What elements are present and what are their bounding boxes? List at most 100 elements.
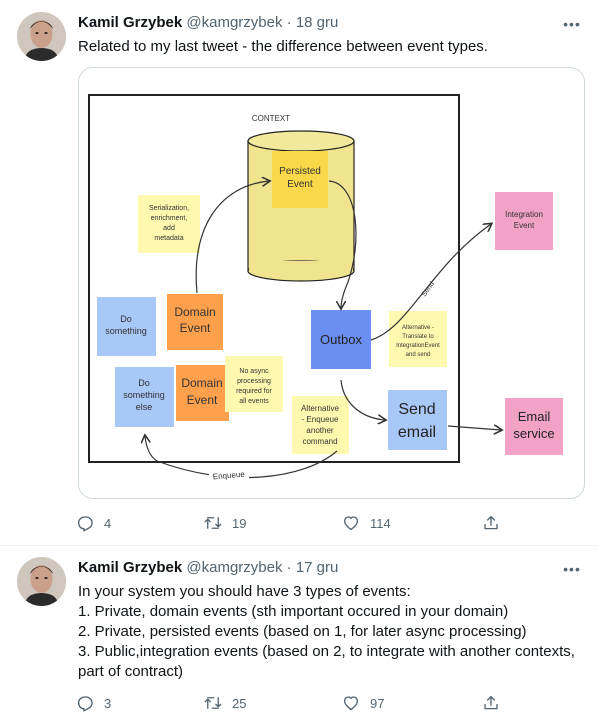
more-dots-icon[interactable]: •••: [563, 16, 581, 32]
arrow-send-to-email-service: [447, 426, 501, 430]
more-dots-icon[interactable]: •••: [563, 561, 581, 577]
retweet-button[interactable]: 19: [204, 513, 246, 533]
translate-note: [389, 311, 447, 367]
email-service-note: [505, 398, 563, 455]
domain-event-1-line2: Event: [180, 321, 211, 335]
tweet-text-line: 3. Public,integration events (based on 2…: [78, 643, 575, 660]
enqueue-line2: - Enqueue: [302, 415, 339, 424]
event-types-diagram: CONTEXT Persisted Event Serialization, e…: [88, 94, 563, 482]
author-name[interactable]: Kamil Grzybek: [78, 14, 183, 31]
tweet-image[interactable]: CONTEXT Persisted Event Serialization, e…: [78, 67, 585, 499]
tweet-date[interactable]: 17 gru: [295, 559, 339, 576]
reply-button[interactable]: 4: [76, 513, 111, 533]
do-something-else-line2: something: [123, 390, 165, 400]
reply-icon: [77, 696, 93, 712]
share-icon: [484, 695, 498, 710]
serialization-line1: Serialization,: [149, 205, 189, 212]
author-name[interactable]: Kamil Grzybek: [78, 559, 183, 576]
translate-line4: and send: [406, 352, 431, 358]
reply-count: 3: [104, 695, 112, 711]
tweet-header: Kamil Grzybek @kamgrzybek · 17 gru: [78, 559, 338, 576]
tweet-header: Kamil Grzybek @kamgrzybek · 18 gru: [78, 14, 338, 31]
author-avatar[interactable]: [17, 557, 66, 606]
retweet-icon: [204, 517, 222, 529]
enqueue-line4: command: [302, 437, 337, 446]
enqueue-arrow-label: Enqueue: [212, 470, 245, 482]
tweet-text-line: part of contract): [78, 663, 184, 680]
domain-event-note-2: [176, 365, 229, 421]
domain-event-2-line2: Event: [187, 393, 218, 407]
share-button[interactable]: [482, 513, 500, 533]
translate-line3: IntegrationEvent: [396, 343, 440, 349]
heart-icon: [343, 696, 359, 711]
like-count: 97: [370, 695, 385, 711]
author-handle[interactable]: @kamgrzybek: [186, 14, 283, 31]
share-button[interactable]: [482, 693, 500, 713]
reply-button[interactable]: 3: [76, 693, 111, 713]
avatar-photo: [17, 12, 66, 61]
tweet-date[interactable]: 18 gru: [295, 14, 339, 31]
persisted-event-note: [272, 151, 328, 208]
arrow-domain-to-persisted: [195, 181, 269, 294]
serialization-line2: enrichment,: [151, 215, 188, 222]
tweet-text-line: 1. Private, domain events (sth important…: [78, 603, 509, 620]
tweet-text: Related to my last tweet - the differenc…: [78, 38, 488, 55]
tweet-2[interactable]: Kamil Grzybek @kamgrzybek · 17 gru ••• I…: [0, 546, 598, 723]
translate-line1: Alternative -: [402, 325, 434, 331]
retweet-icon: [204, 697, 222, 709]
heart-icon: [343, 516, 359, 531]
arrow-outbox-to-integration: [370, 224, 491, 341]
no-async-line2: processing: [237, 378, 271, 385]
share-icon: [484, 515, 498, 530]
serialization-line4: metadata: [154, 235, 183, 242]
persisted-event-line1: Persisted: [279, 166, 321, 177]
author-handle[interactable]: @kamgrzybek: [186, 559, 283, 576]
enqueue-line3: another: [306, 426, 333, 435]
domain-event-2-line1: Domain: [181, 376, 222, 390]
email-service-line1: Email: [518, 409, 551, 424]
send-email-line1: Send: [398, 401, 435, 418]
tweet-actions: 3 25 97: [76, 693, 506, 713]
no-async-line3: required for: [236, 388, 272, 395]
dot-separator: ·: [286, 559, 292, 576]
arrow-enqueue-head: [145, 436, 158, 462]
avatar-photo: [17, 557, 66, 606]
integration-event-line1: Integration: [505, 210, 543, 219]
arrow-enqueue-curve: [156, 450, 338, 479]
tweet-text: In your system you should have 3 types o…: [78, 582, 583, 682]
serialization-line3: add: [163, 225, 175, 232]
no-async-line4: all events: [239, 398, 269, 405]
tweet-text-line: 2. Private, persisted events (based on 1…: [78, 623, 527, 640]
reply-icon: [77, 516, 93, 532]
retweet-button[interactable]: 25: [204, 693, 246, 713]
do-something-else-line1: Do: [138, 378, 150, 388]
enqueue-note: [292, 396, 349, 454]
tweet-text-line: In your system you should have 3 types o…: [78, 583, 411, 600]
do-something-line2: something: [105, 326, 147, 336]
tweet-1[interactable]: Kamil Grzybek @kamgrzybek · 18 gru ••• R…: [0, 0, 598, 546]
do-something-line1: Do: [120, 314, 132, 324]
reply-count: 4: [104, 515, 112, 531]
tweet-actions: 4 19 114: [76, 513, 506, 533]
like-button[interactable]: 114: [342, 513, 391, 533]
do-something-note: [97, 297, 156, 356]
serialization-note: [138, 195, 200, 253]
author-avatar[interactable]: [17, 12, 66, 61]
send-email-note: [388, 390, 447, 450]
like-count: 114: [370, 515, 391, 531]
enqueue-label-bg: [209, 470, 249, 481]
no-async-line1: No async: [239, 368, 269, 375]
email-service-line2: service: [513, 426, 554, 441]
enqueue-line1: Alternative: [301, 404, 339, 413]
send-email-line2: email: [398, 424, 436, 441]
dot-separator: ·: [286, 14, 292, 31]
retweet-count: 25: [232, 695, 247, 711]
retweet-count: 19: [232, 515, 247, 531]
integration-event-note: [495, 192, 553, 250]
like-button[interactable]: 97: [342, 693, 384, 713]
arrow-persisted-to-outbox: [328, 180, 357, 308]
domain-event-1-line1: Domain: [174, 305, 215, 319]
integration-event-line2: Event: [514, 221, 535, 230]
translate-line2: Translate to: [402, 334, 434, 340]
arrow-outbox-to-send-email: [340, 379, 385, 420]
